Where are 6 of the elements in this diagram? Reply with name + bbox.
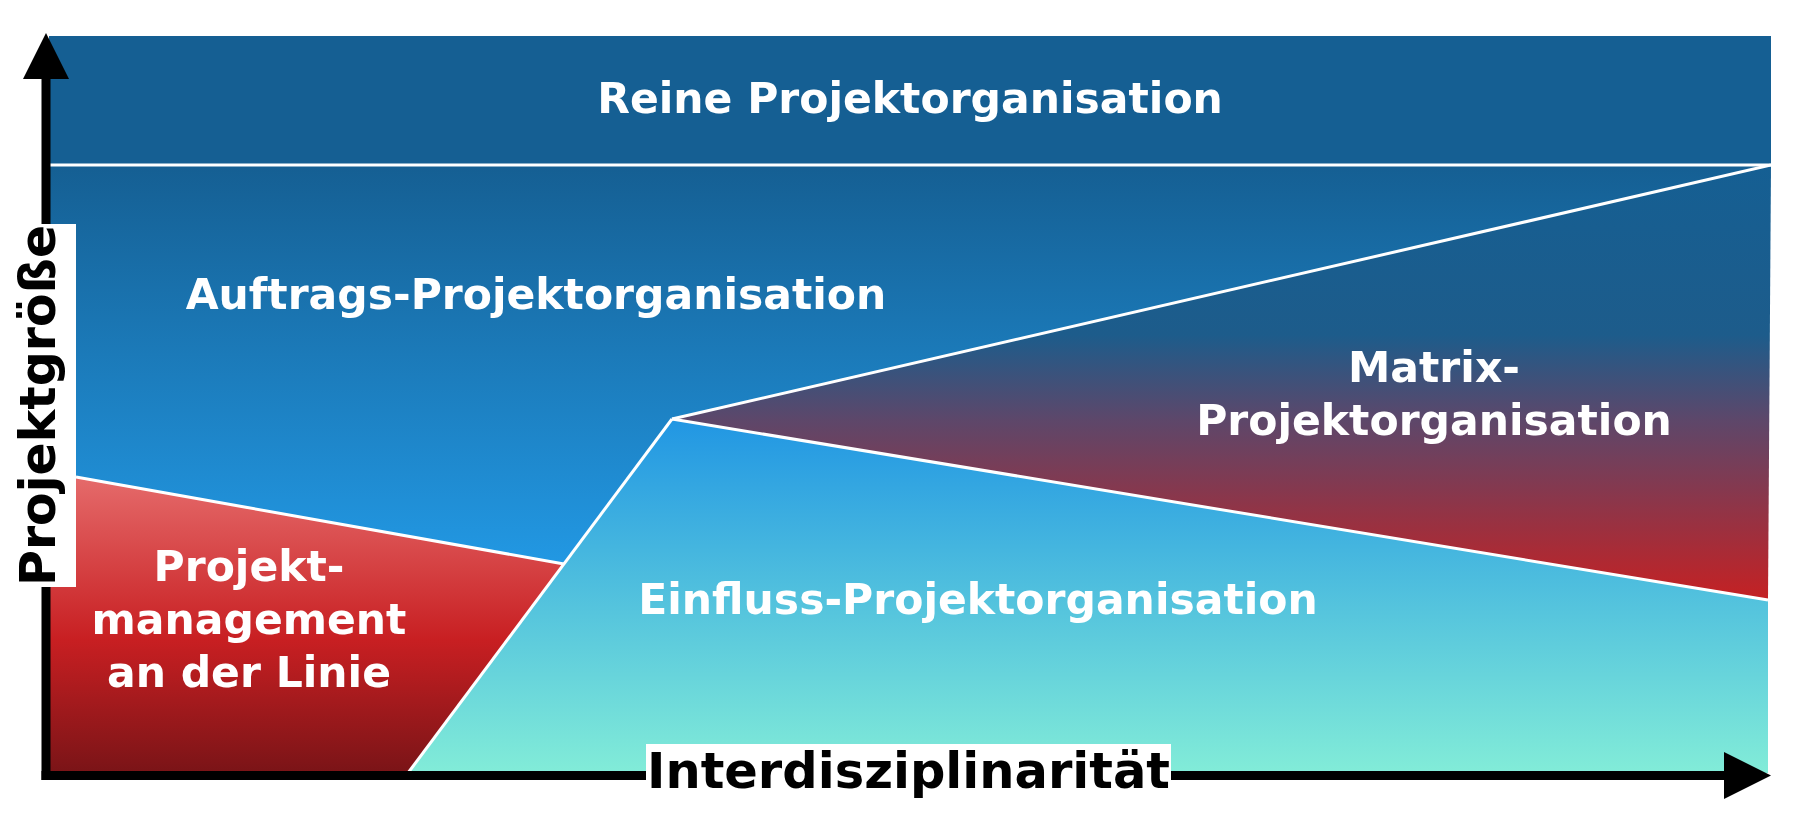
region-label: Reine Projektorganisation: [597, 72, 1223, 125]
region-label: Einfluss-Projektorganisation: [638, 573, 1318, 626]
region-label: Auftrags-Projektorganisation: [185, 268, 887, 321]
region-label: Projekt- management an der Linie: [90, 540, 408, 699]
x-axis-label: Interdisziplinarität: [646, 744, 1171, 800]
region-label: Matrix- Projektorganisation: [1195, 342, 1673, 447]
